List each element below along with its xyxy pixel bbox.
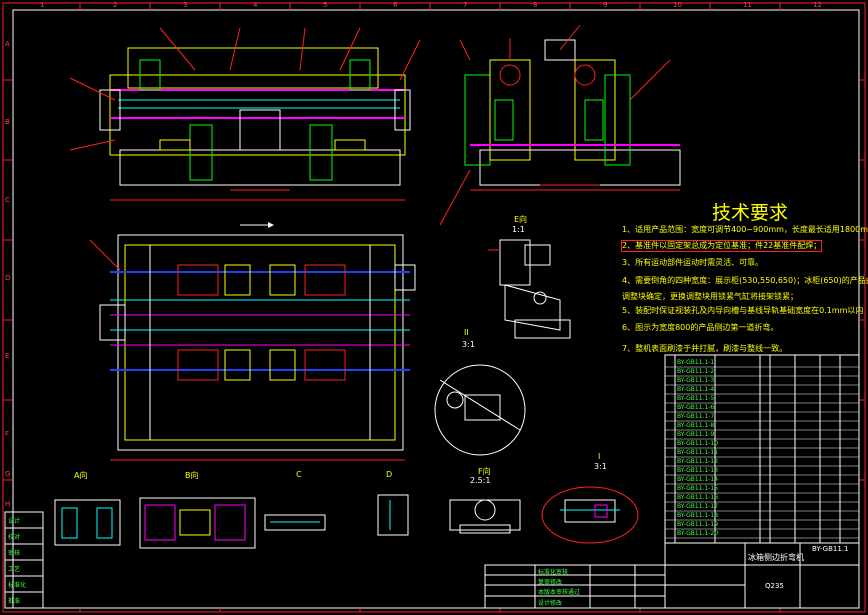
parts-row-code: BY-GB11.1-20 bbox=[677, 530, 719, 537]
parts-row-code: BY-GB11.1-19 bbox=[677, 521, 719, 528]
parts-list-rows bbox=[665, 366, 859, 539]
detail-view-ii bbox=[434, 364, 526, 456]
plan-view bbox=[89, 222, 416, 461]
grid-row-a: A bbox=[5, 40, 10, 48]
parts-row-code: BY-GB11.1-12 bbox=[677, 458, 719, 465]
grid-col-9: 9 bbox=[603, 1, 608, 9]
view-label-f: F向 bbox=[478, 467, 491, 476]
view-label-a: A向 bbox=[74, 471, 88, 480]
grid-col-7: 7 bbox=[463, 1, 468, 9]
front-elevation-view bbox=[69, 27, 421, 201]
detail-label-ii: II bbox=[464, 328, 469, 337]
detail-view-i bbox=[541, 486, 639, 544]
side-elevation-view bbox=[439, 24, 681, 226]
grid-ticks-top bbox=[3, 3, 865, 612]
scale-f: 2.5:1 bbox=[470, 476, 491, 485]
view-label-c: C bbox=[296, 470, 302, 479]
grid-col-6: 6 bbox=[393, 1, 398, 9]
scale-e: 1:1 bbox=[512, 225, 525, 234]
grid-col-1: 1 bbox=[40, 1, 45, 9]
grid-col-4: 4 bbox=[253, 1, 258, 9]
view-label-e: E向 bbox=[514, 215, 528, 224]
grid-col-11: 11 bbox=[743, 1, 752, 9]
parts-row-code: BY-GB11.1-10 bbox=[677, 440, 719, 447]
parts-row-code: BY-GB11.1-11 bbox=[677, 449, 719, 456]
parts-row-code: BY-GB11.1-1 bbox=[677, 359, 715, 366]
grid-row-d: D bbox=[5, 274, 11, 282]
left-label-1: 设计 bbox=[8, 518, 21, 525]
view-label-d: D bbox=[386, 470, 393, 479]
bottom-label-4: 设计修改 bbox=[538, 600, 563, 607]
parts-row-code: BY-GB11.1-4 bbox=[677, 386, 715, 393]
bottom-label-3: 本版本审核通过 bbox=[538, 589, 581, 596]
parts-row-code: BY-GB11.1-16 bbox=[677, 494, 719, 501]
grid-row-c: C bbox=[5, 196, 10, 204]
parts-row-code: BY-GB11.1-13 bbox=[677, 467, 719, 474]
requirement-3: 3、所有运动部件运动时需灵活、可靠。 bbox=[622, 258, 764, 267]
detail-label-i: I bbox=[598, 452, 601, 461]
parts-row-code: BY-GB11.1-7 bbox=[677, 413, 715, 420]
requirement-7: 7、整机表面刷漆于并打腻，刷漆与整线一致。 bbox=[622, 344, 788, 353]
scale-i: 3:1 bbox=[594, 462, 607, 471]
view-label-b: B向 bbox=[185, 471, 199, 480]
grid-col-3: 3 bbox=[183, 1, 188, 9]
inner-frame bbox=[12, 9, 860, 609]
grid-col-2: 2 bbox=[113, 1, 118, 9]
bottom-small-views bbox=[54, 494, 409, 549]
parts-row-code: BY-GB11.1-5 bbox=[677, 395, 715, 402]
parts-row-code: BY-GB11.1-17 bbox=[677, 503, 719, 510]
parts-row-code: BY-GB11.1-8 bbox=[677, 422, 715, 429]
drawing-name: 冰箱侧边折弯机 bbox=[748, 553, 804, 562]
parts-row-code: BY-GB11.1-15 bbox=[677, 485, 719, 492]
requirement-4: 4、需要倒角的四种宽度：展示柜(530,550,650)；冰柜(650)的产品由 bbox=[622, 276, 868, 285]
requirement-6: 6、图示为宽度800的产品侧边第一道折弯。 bbox=[622, 323, 779, 332]
technical-requirements-title: 技术要求 bbox=[712, 202, 789, 224]
grid-col-5: 5 bbox=[323, 1, 328, 9]
left-label-4: 工艺 bbox=[8, 566, 21, 573]
bottom-label-1: 标准化审核 bbox=[538, 569, 569, 576]
requirement-1: 1、适用产品范围：宽度可调节400~900mm，长度最长适用1800mm。 bbox=[622, 225, 868, 234]
left-label-3: 审核 bbox=[8, 550, 21, 557]
grid-col-12: 12 bbox=[813, 1, 822, 9]
grid-row-f: F bbox=[5, 430, 10, 438]
grid-col-10: 10 bbox=[673, 1, 682, 9]
grid-row-b: B bbox=[5, 118, 10, 126]
drawing-number: BY-GB11.1 bbox=[812, 545, 849, 553]
parts-row-code: BY-GB11.1-3 bbox=[677, 377, 715, 384]
title-block bbox=[4, 511, 860, 609]
grid-col-8: 8 bbox=[533, 1, 538, 9]
requirement-2: 2、基准件以固定架总成为定位基准；件22基准件配焊； bbox=[620, 240, 823, 252]
left-label-2: 校对 bbox=[8, 534, 21, 541]
grid-row-h: H bbox=[5, 500, 11, 508]
parts-row-code: BY-GB11.1-18 bbox=[677, 512, 719, 519]
bottom-label-2: 复审修改 bbox=[538, 579, 563, 586]
scale-ii: 3:1 bbox=[462, 340, 475, 349]
grid-row-g: G bbox=[5, 470, 11, 478]
parts-row-code: BY-GB11.1-9 bbox=[677, 431, 715, 438]
detail-view-e bbox=[488, 239, 571, 339]
parts-row-code: BY-GB11.1-6 bbox=[677, 404, 715, 411]
parts-row-code: BY-GB11.1-2 bbox=[677, 368, 715, 375]
parts-row-code: BY-GB11.1-14 bbox=[677, 476, 719, 483]
requirement-4-cont: 调整块确定，更换调整块用锁紧气缸将接架锁紧； bbox=[622, 292, 798, 301]
grid-row-e: E bbox=[5, 352, 10, 360]
parts-list-table bbox=[664, 354, 860, 544]
left-label-6: 批准 bbox=[8, 598, 21, 605]
requirement-5: 5、装配时保证视装孔及内导向槽与基线导轨基础宽度在0.1mm以内 bbox=[622, 306, 864, 315]
section-view-f bbox=[449, 499, 521, 534]
material: Q235 bbox=[765, 582, 784, 590]
left-label-5: 标准化 bbox=[8, 582, 27, 589]
